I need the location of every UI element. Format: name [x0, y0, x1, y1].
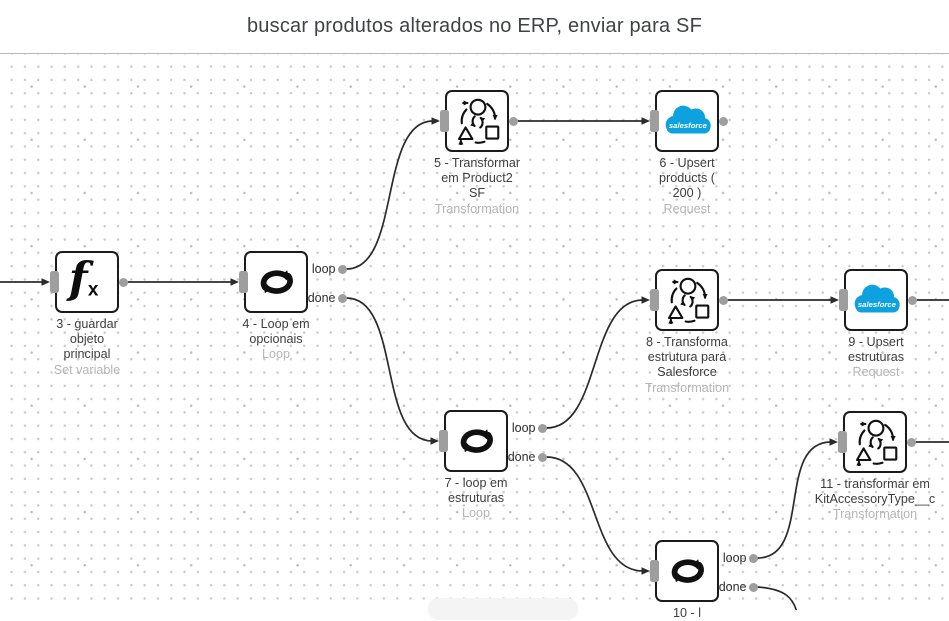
- output-port[interactable]: [906, 437, 916, 447]
- node-label-line: 6 - Upsert: [659, 156, 715, 170]
- node-label-line: Salesforce: [657, 365, 717, 380]
- node-type-label: Transformation: [644, 380, 730, 395]
- port-label-loop: loop: [722, 551, 747, 565]
- input-port[interactable]: [650, 110, 659, 132]
- node-type-label: Transformation: [832, 507, 918, 522]
- input-port[interactable]: [440, 110, 449, 132]
- output-port-loop[interactable]: [537, 423, 547, 433]
- input-port[interactable]: [650, 289, 659, 311]
- loop-icon: [254, 263, 299, 301]
- node-type-label: Request: [663, 201, 711, 216]
- node-label: 10 - l: [612, 606, 762, 621]
- port-label-done: done: [307, 291, 336, 305]
- output-port[interactable]: [718, 116, 728, 126]
- node-type-label: Transformation: [434, 201, 520, 216]
- output-port-done[interactable]: [748, 582, 758, 592]
- transformation-icon: [663, 276, 712, 324]
- node-type-label: Loop: [261, 347, 291, 362]
- node-box-7[interactable]: [444, 410, 508, 472]
- node-box-8[interactable]: [655, 269, 719, 331]
- node-label-line: estruturas: [448, 491, 504, 506]
- port-label-loop: loop: [511, 421, 536, 435]
- input-port[interactable]: [838, 431, 847, 453]
- node-label-line: 11 - transformar em: [820, 477, 930, 491]
- bottom-panel[interactable]: [428, 598, 578, 620]
- node-label-line: products (: [659, 171, 715, 186]
- input-port[interactable]: [50, 271, 59, 293]
- node-box-5[interactable]: [445, 90, 509, 152]
- loop-icon: [665, 552, 710, 590]
- output-port-loop[interactable]: [337, 264, 347, 274]
- node-label-line: estrutura para: [647, 350, 727, 365]
- port-label-done: done: [718, 580, 747, 594]
- output-port[interactable]: [508, 116, 518, 126]
- node-type-label: Request: [852, 365, 900, 380]
- node-label-line: 4 - Loop em: [242, 317, 310, 331]
- output-port[interactable]: [118, 277, 128, 287]
- node-label-line: principal: [63, 347, 111, 362]
- node-label-line: 7 - loop em: [444, 476, 508, 490]
- node-label-line: KitAccessoryType__c: [814, 492, 936, 507]
- node-box-4[interactable]: [244, 251, 308, 313]
- node-label-line: objeto: [69, 332, 105, 347]
- node-box-9[interactable]: salesforce: [844, 269, 908, 331]
- input-port[interactable]: [839, 289, 848, 311]
- input-port[interactable]: [439, 430, 448, 452]
- node-box-6[interactable]: salesforce: [655, 90, 719, 152]
- port-label-done: done: [507, 450, 536, 464]
- node-label-line: 9 - Upsert: [848, 335, 904, 349]
- output-port[interactable]: [718, 295, 728, 305]
- header-bar: buscar produtos alterados no ERP, enviar…: [0, 0, 949, 54]
- node-box-3[interactable]: f x: [55, 251, 119, 313]
- svg-text:salesforce: salesforce: [858, 300, 897, 309]
- transformation-icon: [851, 418, 900, 466]
- node-box-10[interactable]: [655, 540, 719, 602]
- node-box-11[interactable]: [843, 411, 907, 473]
- node-type-label: Loop: [461, 506, 491, 521]
- output-port-done[interactable]: [537, 452, 547, 462]
- node-label-line: 3 - guardar: [56, 317, 118, 331]
- output-port-loop[interactable]: [748, 553, 758, 563]
- salesforce-icon: salesforce: [850, 281, 902, 319]
- node-label-line: SF: [468, 186, 486, 201]
- node-label-line: 8 - Transforma: [646, 335, 728, 349]
- node-label-line: 5 - Transformar: [433, 156, 521, 170]
- fx-icon: f x: [58, 254, 116, 310]
- node-label-line: 10 - l: [673, 606, 701, 620]
- node-label-line: 200 ): [672, 186, 702, 201]
- salesforce-icon: salesforce: [661, 102, 713, 140]
- page-title: buscar produtos alterados no ERP, enviar…: [246, 15, 703, 37]
- node-label-line: opcionais: [249, 332, 303, 347]
- loop-icon: [454, 422, 499, 460]
- svg-text:salesforce: salesforce: [669, 121, 708, 130]
- output-port-done[interactable]: [337, 293, 347, 303]
- output-port[interactable]: [907, 295, 917, 305]
- node-type-label: Set variable: [53, 362, 121, 377]
- input-port[interactable]: [650, 560, 659, 582]
- node-label-line: em Product2: [441, 171, 513, 186]
- node-10: loop done 10 - l: [650, 540, 758, 620]
- port-label-loop: loop: [311, 262, 336, 276]
- node-label-line: estruturas: [848, 350, 904, 365]
- svg-text:x: x: [88, 280, 99, 301]
- input-port[interactable]: [239, 271, 248, 293]
- transformation-icon: [453, 97, 502, 145]
